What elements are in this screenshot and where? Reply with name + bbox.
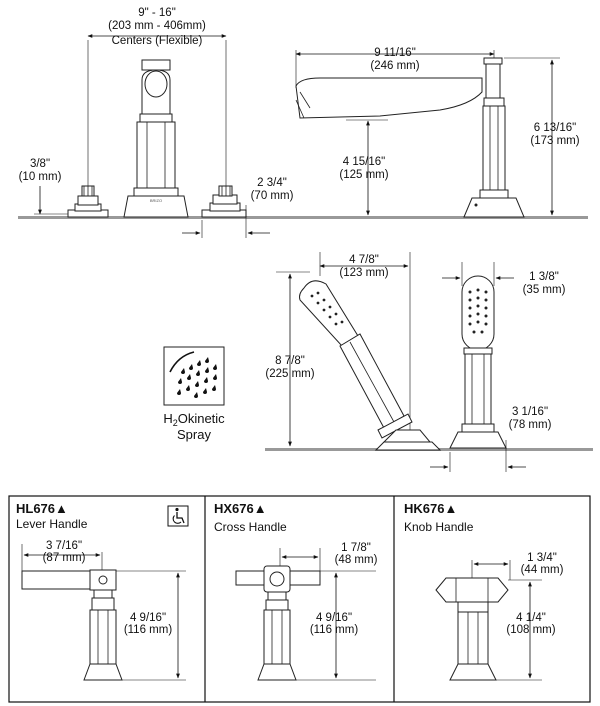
spout-reach-label-2: (246 mm): [370, 60, 419, 72]
lever-handle-drawing: [21, 569, 123, 681]
spout-height-label-2: (125 mm): [339, 169, 388, 181]
handle-name: Lever Handle: [16, 517, 88, 531]
h2okinetic-spray-icon: [163, 346, 225, 406]
head-width-label-2: (35 mm): [523, 284, 566, 296]
spout-front: BRIZO: [123, 59, 189, 218]
handshower-upright: [449, 275, 507, 449]
base-width-label-2: (78 mm): [509, 419, 552, 431]
handshower-offset-label-1: 4 7/8": [349, 254, 379, 266]
handshower-view: H2Okinetic Spray 4 7/8" (123 mm) 8 7/8" …: [163, 252, 593, 472]
handle-name: Cross Handle: [214, 520, 287, 534]
front-view: 9" - 16" (203 mm - 406mm) Centers (Flexi…: [18, 7, 588, 238]
handshower-tilted: [299, 280, 442, 451]
overall-height-label-2: (173 mm): [530, 135, 579, 147]
spout-side: [295, 57, 525, 218]
handle-knob-box: HK676▲ Knob Handle 1 3/4" (44 mm) 4 1/4": [404, 501, 564, 681]
deck-thickness-label-2: (10 mm): [19, 171, 62, 183]
handshower-offset-label-2: (123 mm): [339, 267, 388, 279]
handle-sku: HL676▲: [16, 501, 68, 516]
wheelchair-icon: [167, 505, 189, 527]
centers-label-1: 9" - 16": [138, 7, 176, 19]
cross-handle-drawing: [235, 565, 321, 681]
valve-base-label-1: 2 3/4": [257, 177, 287, 189]
cross-height-label-1: 4 9/16": [316, 612, 352, 624]
cross-width-label-2: (48 mm): [335, 554, 378, 566]
centers-label-2: (203 mm - 406mm): [108, 20, 206, 32]
lever-width-label-1: 3 7/16": [46, 540, 82, 552]
knob-height-label-1: 4 1/4": [516, 612, 546, 624]
handle-sku: HX676▲: [214, 501, 267, 516]
spout-height-label-1: 4 15/16": [343, 156, 385, 168]
valve-base-label-2: (70 mm): [251, 190, 294, 202]
lever-width-label-2: (87 mm): [43, 552, 86, 564]
cross-height-label-2: (116 mm): [310, 624, 359, 636]
handle-cross-box: HX676▲ Cross Handle 1 7/8" (48 mm) 4: [214, 501, 378, 681]
handle-lever-box: HL676▲ Lever Handle 3 7/16" (87 mm): [16, 501, 189, 681]
spray-label-line2: Spray: [177, 427, 211, 442]
deck-line: [18, 216, 588, 219]
knob-width-label-1: 1 3/4": [527, 552, 557, 564]
side-view: 9 11/16" (246 mm) 4 15/16" (125 mm) 6 13…: [295, 47, 580, 218]
handshower-height-label-2: (225 mm): [265, 368, 314, 380]
handshower-height-label-1: 8 7/8": [275, 355, 305, 367]
handles-panel: HL676▲ Lever Handle 3 7/16" (87 mm): [8, 495, 591, 703]
knob-height-label-2: (108 mm): [506, 624, 555, 636]
centers-label-3: Centers (Flexible): [112, 35, 203, 47]
knob-handle-drawing: [435, 577, 509, 681]
cross-width-label-1: 1 7/8": [341, 542, 371, 554]
knob-width-label-2: (44 mm): [521, 564, 564, 576]
spout-reach-label-1: 9 11/16": [374, 47, 416, 59]
lever-height-label-2: (116 mm): [124, 624, 173, 636]
overall-height-label-1: 6 13/16": [534, 122, 576, 134]
base-width-label-1: 3 1/16": [512, 406, 548, 418]
spray-label-line1: H2Okinetic: [163, 411, 225, 428]
left-valve: [67, 185, 109, 218]
handle-name: Knob Handle: [404, 520, 474, 534]
lever-height-label-1: 4 9/16": [130, 612, 166, 624]
head-width-label-1: 1 3/8": [529, 271, 559, 283]
deck-thickness-label-1: 3/8": [30, 158, 50, 170]
brand-mark: BRIZO: [150, 198, 162, 203]
right-valve: [201, 185, 247, 218]
handle-sku: HK676▲: [404, 501, 457, 516]
